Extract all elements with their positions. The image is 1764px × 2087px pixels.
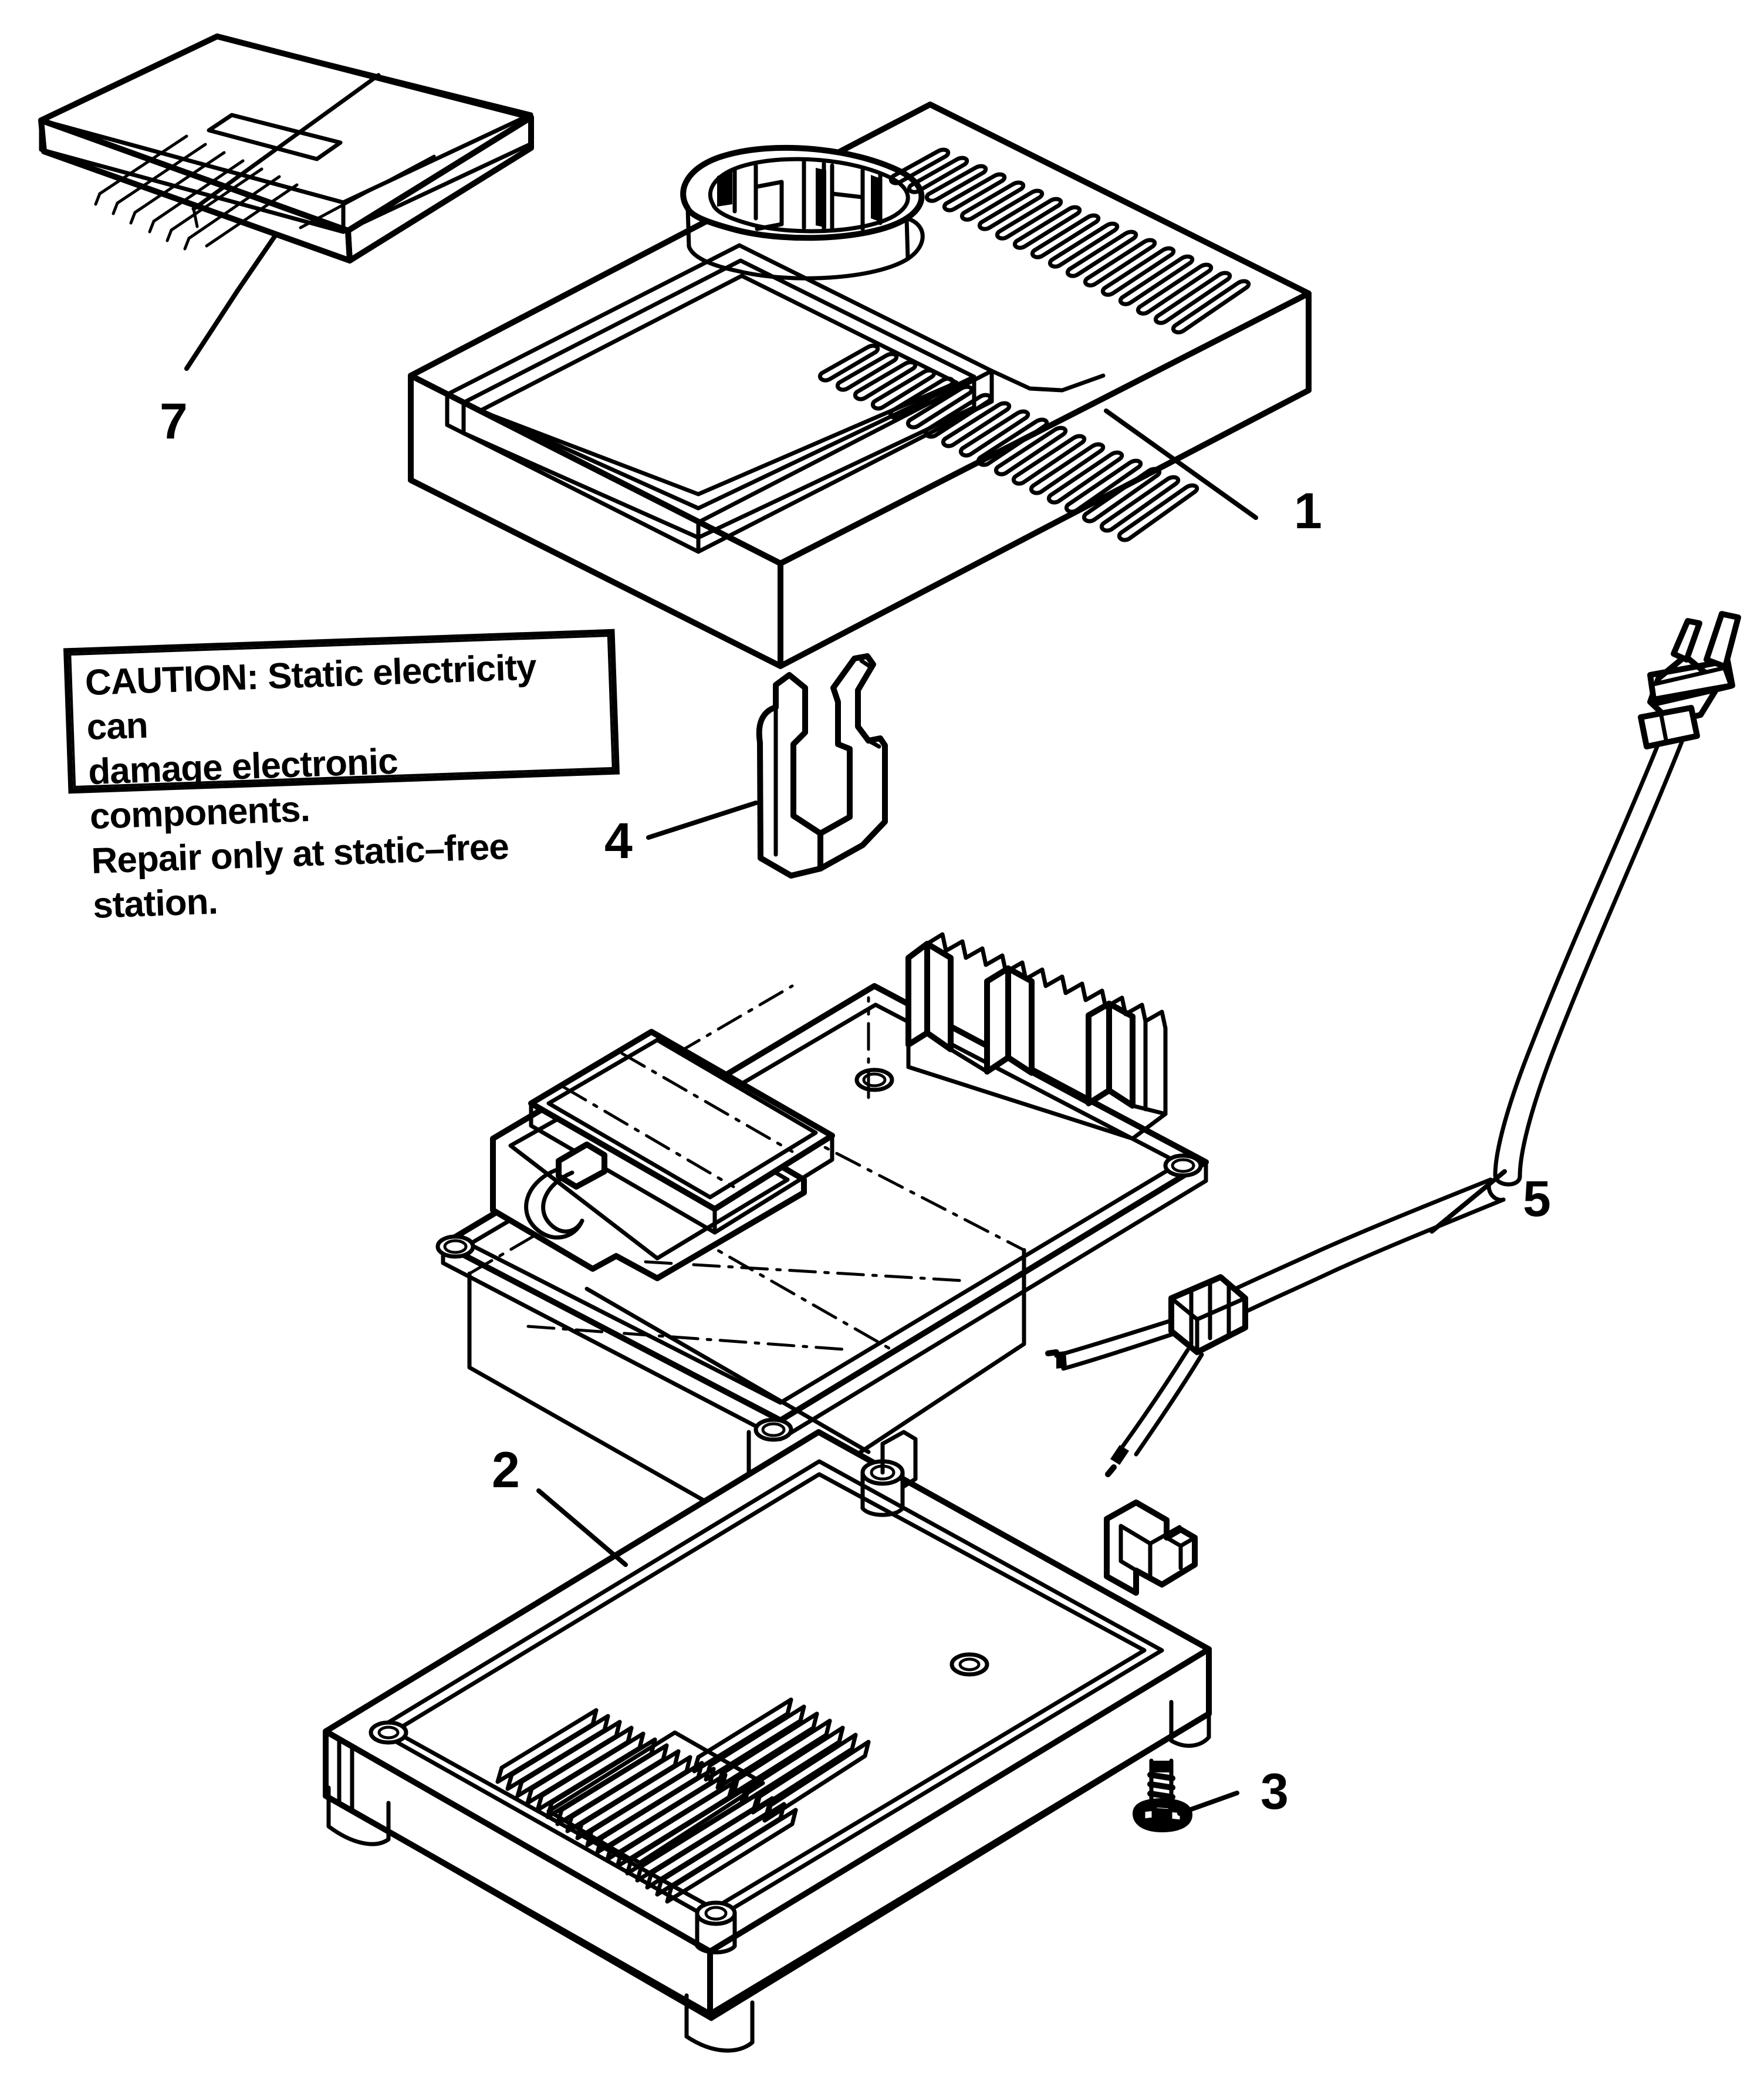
- part-5-power-cord: [1045, 611, 1741, 1477]
- part-1-top-housing-cover: [408, 102, 1312, 669]
- caution-line-1: CAUTION: Static electricity can: [85, 643, 607, 750]
- part-circuit-board-assembly: [435, 932, 1209, 1528]
- callout-3: 3: [1261, 1764, 1289, 1820]
- part-2-bottom-housing-base: [323, 1429, 1212, 2053]
- callout-5: 5: [1523, 1171, 1551, 1227]
- callout-1: 1: [1294, 483, 1322, 539]
- caution-line-3: Repair only at static–free station.: [90, 826, 509, 926]
- caution-label-text: CAUTION: Static electricity can damage e…: [85, 643, 613, 928]
- callout-4: 4: [604, 813, 633, 869]
- callout-2: 2: [492, 1442, 520, 1498]
- caution-line-2: damage electronic components.: [87, 741, 398, 837]
- caution-label: CAUTION: Static electricity can damage e…: [63, 629, 620, 926]
- callout-7: 7: [160, 393, 188, 450]
- caution-keyword: CAUTION:: [84, 656, 259, 704]
- part-3-screw: [1133, 1758, 1239, 1832]
- part-4-terminal-clip: [646, 653, 888, 879]
- part-7-warning-decal: [38, 33, 534, 371]
